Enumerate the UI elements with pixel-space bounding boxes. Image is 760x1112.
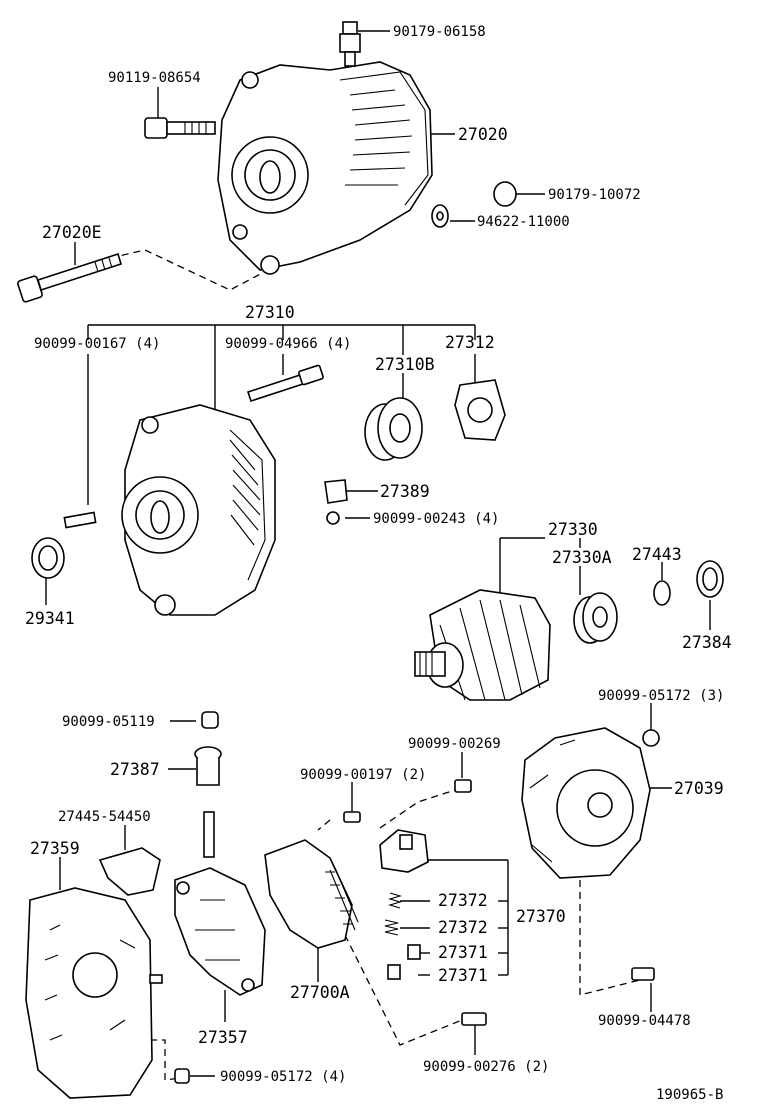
- nut-90099-05119-icon: [201, 711, 219, 729]
- label-90099-05172-4: 90099-05172 (4): [220, 1069, 346, 1085]
- label-29341: 29341: [25, 609, 75, 628]
- label-90099-00276: 90099-00276 (2): [423, 1059, 549, 1075]
- label-27371-a: 27371: [438, 943, 488, 962]
- label-90099-00197: 90099-00197 (2): [300, 767, 426, 783]
- label-90099-04478: 90099-04478: [598, 1013, 691, 1029]
- retainer-plate-27312-icon: [454, 379, 506, 441]
- label-27357: 27357: [198, 1028, 248, 1047]
- label-90099-04966: 90099-04966 (4): [225, 336, 351, 352]
- brush-holder: [379, 829, 429, 873]
- cap-nut-90179-icon: [493, 181, 517, 207]
- label-27371-b: 27371: [438, 966, 488, 985]
- rotor-27330: [414, 589, 551, 701]
- label-27700A: 27700A: [290, 983, 350, 1002]
- nut-90099-05172-4-icon: [174, 1068, 190, 1084]
- label-90099-05172-3: 90099-05172 (3): [598, 688, 724, 704]
- long-bolt-27020E-icon: [17, 252, 122, 303]
- screw-90099-00243-icon: [326, 511, 340, 525]
- label-27330: 27330: [548, 520, 598, 539]
- label-90099-00167: 90099-00167 (4): [34, 336, 160, 352]
- bolt-90099-04478-icon: [631, 967, 655, 981]
- springs-and-brushes: [384, 892, 421, 980]
- label-27370: 27370: [516, 907, 566, 926]
- top-nut-icon: [339, 21, 361, 67]
- label-27389: 27389: [380, 482, 430, 501]
- drawing-id: 190965-B: [656, 1087, 723, 1103]
- drive-end-frame: [121, 404, 276, 616]
- leader-lines: [45, 30, 711, 1077]
- screw-90099-00269-icon: [454, 779, 472, 793]
- label-27384: 27384: [682, 633, 732, 652]
- bolt-90099-00276-icon: [461, 1012, 487, 1026]
- part-number-labels: 90179-06158 90119-08654 27020 90179-1007…: [25, 24, 732, 1103]
- label-27443: 27443: [632, 545, 682, 564]
- nut-90099-05172-icon: [642, 729, 660, 747]
- label-27039: 27039: [674, 779, 724, 798]
- label-27020E: 27020E: [42, 223, 102, 242]
- voltage-regulator: [264, 839, 359, 949]
- ring-27384-icon: [696, 560, 724, 598]
- bolt-90119-icon: [144, 117, 216, 139]
- bearing-27330A-icon: [573, 592, 618, 644]
- label-27310: 27310: [245, 303, 295, 322]
- label-90099-05119: 90099-05119: [62, 714, 155, 730]
- screw-90099-00167-icon: [63, 511, 97, 529]
- ring-27443-icon: [653, 580, 671, 606]
- cover-27389-icon: [324, 479, 348, 504]
- label-27372-b: 27372: [438, 918, 488, 937]
- label-90179-10072: 90179-10072: [548, 187, 641, 203]
- assembly-dashed-lines: [109, 249, 641, 1081]
- label-27387: 27387: [110, 760, 160, 779]
- label-94622-11000: 94622-11000: [477, 214, 570, 230]
- label-27020: 27020: [458, 125, 508, 144]
- rectifier-27357: [174, 811, 266, 996]
- label-90119-08654: 90119-08654: [108, 70, 201, 86]
- label-90099-00269: 90099-00269: [408, 736, 501, 752]
- label-27372-a: 27372: [438, 891, 488, 910]
- alternator-assembly: [217, 61, 433, 275]
- label-27359: 27359: [30, 839, 80, 858]
- rectifier-end-frame: [521, 727, 651, 879]
- label-90179-06158: 90179-06158: [393, 24, 486, 40]
- rear-end-cover: [25, 887, 163, 1099]
- collar-29341-icon: [31, 537, 65, 579]
- label-27312: 27312: [445, 333, 495, 352]
- label-90099-00243: 90099-00243 (4): [373, 511, 499, 527]
- label-27445-54450: 27445-54450: [58, 809, 151, 825]
- bearing-27310B-icon: [364, 397, 423, 461]
- label-27330A: 27330A: [552, 548, 612, 567]
- bushing-27387-icon: [194, 746, 222, 786]
- washer-94622-icon: [431, 204, 449, 228]
- screw-90099-00197-icon: [343, 811, 361, 823]
- bracket-27445-icon: [98, 847, 161, 896]
- label-27310B: 27310B: [375, 355, 435, 374]
- stud-bolt-90099-04966-icon: [246, 364, 324, 403]
